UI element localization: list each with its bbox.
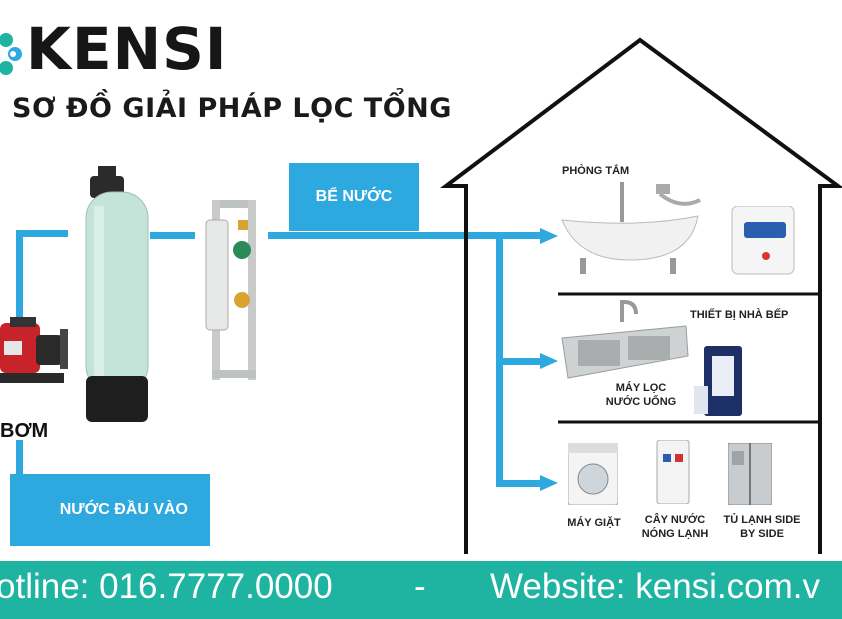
filter-tank-icon (85, 166, 149, 422)
input-pipe-down (16, 440, 23, 500)
website-text: Website: kensi.com.v (490, 567, 821, 606)
washing-machine-icon (568, 443, 618, 505)
valve-to-house-pipe (268, 232, 548, 239)
bathroom-label: PHÒNG TẮM (562, 165, 630, 177)
washing-machine-label: MÁY GIẶT (567, 517, 621, 529)
kensi-logo-icon (0, 33, 22, 75)
kitchen-label: THIẾT BỊ NHÀ BẾP (690, 309, 789, 321)
water-tank-box: BỂ NƯỚC (289, 163, 419, 231)
pump-label: BƠM (0, 420, 49, 442)
footer-bar: otline: 016.7777.0000 - Website: kensi.c… (0, 561, 842, 619)
water-purifier-icon (694, 346, 742, 416)
house-outline (440, 37, 842, 554)
water-tank-label: BỂ NƯỚC (315, 188, 393, 205)
hotline-text: otline: 016.7777.0000 (0, 567, 333, 606)
water-purifier-label: MÁY LỌC NƯỚC UỐNG (605, 382, 677, 408)
water-heater-icon (731, 206, 795, 275)
water-dispenser-label: CÂY NƯỚC NÓNG LẠNH (641, 514, 709, 540)
pump-icon (0, 317, 68, 383)
input-pipe-top (16, 230, 68, 237)
input-water-label: NƯỚC ĐẦU VÀO (59, 501, 188, 518)
footer-separator: - (414, 567, 426, 606)
tank-to-valve-pipe (150, 232, 195, 239)
valve-assembly-icon (205, 200, 256, 380)
input-pipe-vertical (16, 230, 23, 330)
water-dispenser-icon (656, 440, 690, 504)
branch-kitchen-pipe (496, 358, 546, 365)
bathtub-icon (561, 182, 701, 274)
brand-name: KENSI (26, 15, 228, 83)
arrow-bathroom-icon (540, 228, 558, 244)
input-water-box: NƯỚC ĐẦU VÀO (10, 474, 210, 546)
diagram-title: SƠ ĐỒ GIẢI PHÁP LỌC TỔNG (12, 93, 452, 124)
sink-icon (561, 300, 689, 379)
branch-appliance-pipe (496, 480, 546, 487)
fridge-icon (728, 443, 772, 505)
arrow-appliance-icon (540, 475, 558, 491)
arrow-kitchen-icon (540, 353, 558, 369)
fridge-label: TỦ LẠNH SIDE BY SIDE (723, 514, 801, 540)
